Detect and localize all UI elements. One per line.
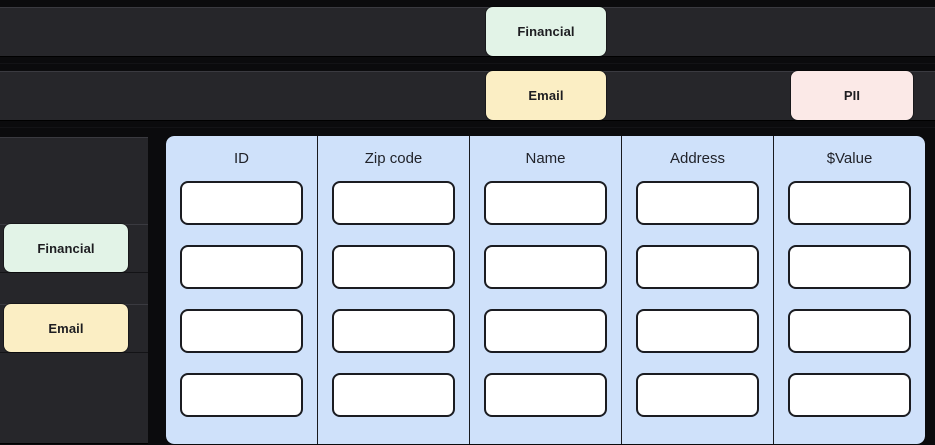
table-cell[interactable] — [484, 309, 607, 353]
tag-chip-email[interactable]: Email — [486, 71, 606, 120]
sidebar-item-financial[interactable]: Financial — [4, 224, 128, 272]
tag-row-0 — [0, 7, 935, 57]
tag-chip-financial[interactable]: Financial — [486, 7, 606, 56]
table-column-value[interactable]: $Value — [774, 136, 925, 444]
table-cell[interactable] — [788, 245, 911, 289]
column-cells-zip-code — [318, 181, 469, 444]
table-cell[interactable] — [788, 181, 911, 225]
column-cells-name — [470, 181, 621, 444]
table-cell[interactable] — [332, 245, 455, 289]
sidebar-item-email[interactable]: Email — [4, 304, 128, 352]
column-cells-id — [166, 181, 317, 444]
table-cell[interactable] — [332, 309, 455, 353]
table-cell[interactable] — [332, 181, 455, 225]
table-column-zip-code[interactable]: Zip code — [318, 136, 470, 444]
row-divider-0 — [0, 63, 935, 64]
table-cell[interactable] — [788, 373, 911, 417]
column-cells-address — [622, 181, 773, 444]
table-cell[interactable] — [180, 245, 303, 289]
table-cell[interactable] — [484, 181, 607, 225]
tag-chip-pii[interactable]: PII — [791, 71, 913, 120]
table-column-name[interactable]: Name — [470, 136, 622, 444]
table-cell[interactable] — [636, 245, 759, 289]
table-cell[interactable] — [484, 373, 607, 417]
table-column-id[interactable]: ID — [166, 136, 318, 444]
tag-row-1 — [0, 71, 935, 121]
column-header-value: $Value — [826, 150, 873, 167]
table-cell[interactable] — [180, 373, 303, 417]
column-header-id: ID — [234, 150, 249, 167]
sidebar-panel — [0, 137, 148, 444]
column-cells-value — [774, 181, 925, 444]
column-header-address: Address — [669, 150, 726, 167]
table-cell[interactable] — [636, 309, 759, 353]
table-cell[interactable] — [636, 181, 759, 225]
row-divider-1 — [0, 127, 935, 128]
table-cell[interactable] — [332, 373, 455, 417]
table-cell[interactable] — [788, 309, 911, 353]
table-column-address[interactable]: Address — [622, 136, 774, 444]
table-cell[interactable] — [180, 309, 303, 353]
column-header-zip-code: Zip code — [364, 150, 423, 167]
table-cell[interactable] — [180, 181, 303, 225]
table-cell[interactable] — [484, 245, 607, 289]
column-header-name: Name — [525, 150, 566, 167]
table-cell[interactable] — [636, 373, 759, 417]
data-table: ID Zip code Name — [166, 136, 925, 444]
